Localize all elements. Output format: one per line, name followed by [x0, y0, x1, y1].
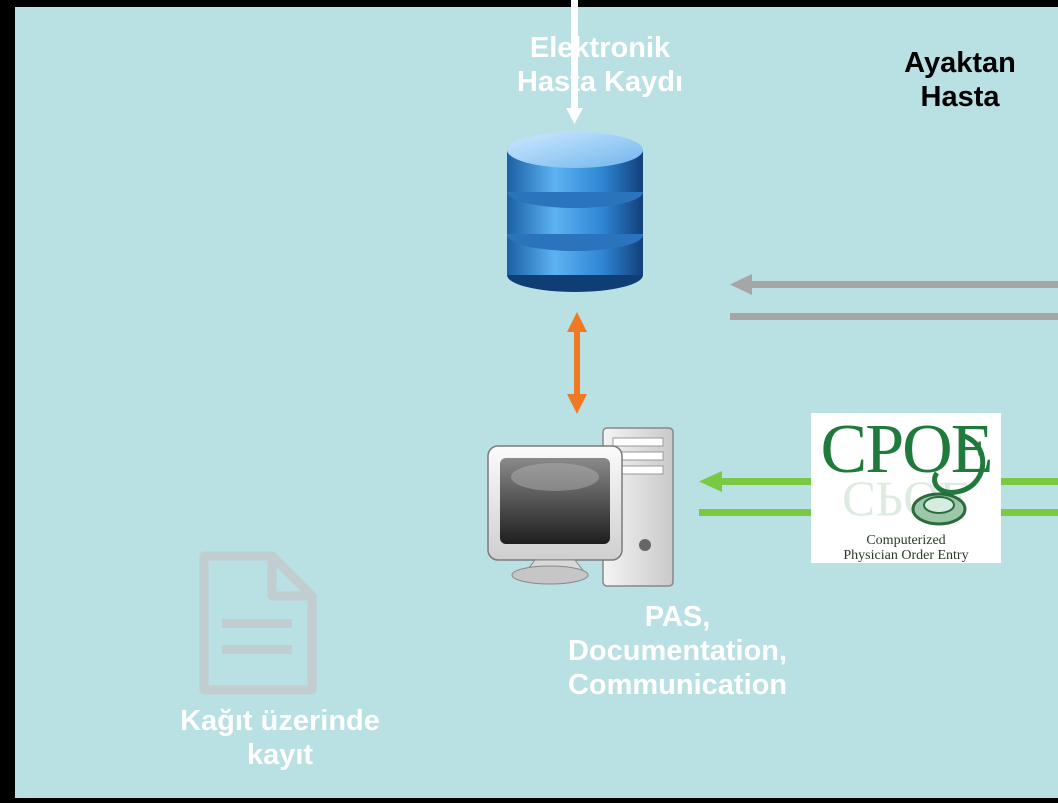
- stethoscope-icon: [911, 432, 986, 526]
- desktop-computer-icon: [487, 427, 674, 587]
- ehr-label: Elektronik Hasta Kaydı: [516, 32, 683, 98]
- outpatient-label: Ayaktan Hasta: [904, 47, 1016, 113]
- pas-label: PAS, Documentation, Communication: [567, 601, 788, 701]
- gray-arrow-right: [730, 313, 1058, 320]
- green-arrow-left: [699, 471, 1058, 492]
- green-arrow-right: [699, 509, 1058, 516]
- cpoe-subtitle: Computerized Physician Order Entry: [811, 533, 1001, 563]
- paper-record-label: Kağıt üzerinde kayıt: [180, 705, 380, 771]
- cpoe-subtitle-line1: Computerized: [866, 533, 946, 548]
- orange-double-arrow: [567, 312, 587, 414]
- cpoe-subtitle-line2: Physician Order Entry: [843, 548, 969, 563]
- cpoe-logo: CPOE CPOE Computerized Physician Order E…: [811, 413, 1001, 563]
- cpoe-title: CPOE: [820, 411, 994, 488]
- gray-arrow-left: [730, 274, 1058, 295]
- white-arrow-down: [566, 0, 583, 124]
- document-icon: [199, 551, 317, 695]
- database-icon: [507, 132, 643, 292]
